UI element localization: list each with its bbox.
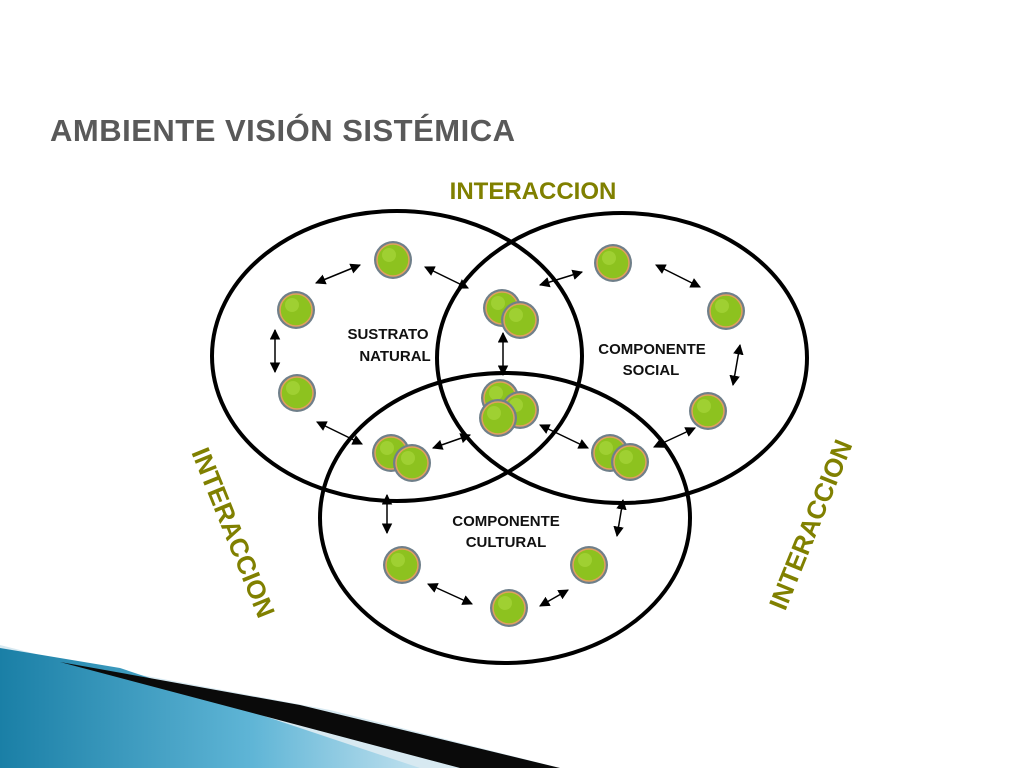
element-node [479,399,517,437]
slide-title: AMBIENTE VISIÓN SISTÉMICA [50,113,516,148]
element-node [594,244,632,282]
double-arrow [316,421,363,445]
label-componente-social-line2: SOCIAL [623,362,680,379]
element-node [570,546,608,584]
element-node [278,374,316,412]
double-arrow [729,343,744,387]
element-node [501,301,539,339]
label-sustrato-natural-line1: SUSTRATO [347,326,428,343]
element-node [374,241,412,279]
circle-natural [210,209,584,503]
label-componente-cultural-line2: CULTURAL [466,534,547,551]
element-node [383,546,421,584]
double-arrow [432,433,471,450]
element-node [707,292,745,330]
element-node [277,291,315,329]
element-nodes [277,241,745,627]
double-arrow [653,427,696,448]
double-arrow [424,266,469,289]
interaccion-label-left: INTERACCION [186,443,281,622]
label-componente-social-line1: COMPONENTE [598,341,706,358]
double-arrow [427,583,473,605]
double-arrow [539,424,589,449]
element-node [490,589,528,627]
interaction-arrows [269,263,744,607]
element-node [611,443,649,481]
double-arrow [538,269,584,288]
double-arrow [655,264,701,288]
interaccion-label-right: INTERACCION [763,435,858,614]
double-arrow [539,589,569,607]
interaccion-label-top: INTERACCION [450,178,617,205]
label-componente-cultural-line1: COMPONENTE [452,513,560,530]
element-node [393,444,431,482]
label-sustrato-natural-line2: NATURAL [359,348,430,365]
element-node [689,392,727,430]
double-arrow [613,498,627,538]
double-arrow [315,263,361,285]
